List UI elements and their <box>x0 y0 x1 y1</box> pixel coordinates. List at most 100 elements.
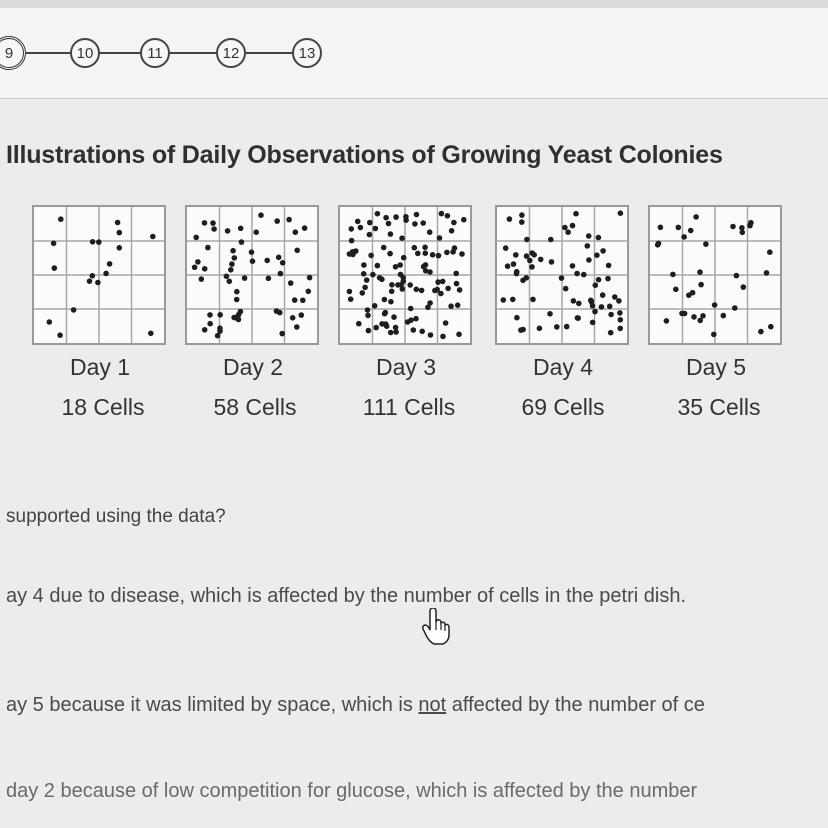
yeast-cell <box>413 286 420 293</box>
yeast-cell <box>306 274 313 281</box>
yeast-cell <box>235 316 242 323</box>
answer-option-c[interactable]: day 2 because of low competition for glu… <box>6 780 698 802</box>
yeast-cell <box>598 304 605 310</box>
yeast-cell <box>608 311 614 318</box>
yeast-cell <box>374 262 381 269</box>
yeast-cell <box>356 320 362 327</box>
answer-option-b[interactable]: ay 5 because it was limited by space, wh… <box>6 694 705 717</box>
yeast-cell <box>438 290 444 297</box>
nav-connector <box>100 52 142 54</box>
cell-count: 111 Cells <box>362 394 456 420</box>
yeast-cell <box>399 235 405 241</box>
yeast-cell <box>595 234 602 241</box>
yeast-cell <box>374 210 381 217</box>
yeast-cell <box>617 325 623 332</box>
yeast-cell <box>214 332 221 339</box>
answer-option-a[interactable]: ay 4 due to disease, which is affected b… <box>6 585 687 607</box>
yeast-cell <box>523 275 530 281</box>
yeast-cell <box>258 212 264 218</box>
yeast-cell <box>362 284 368 291</box>
yeast-cell <box>607 329 614 336</box>
option-text: affected by the number of ce <box>446 694 705 716</box>
yeast-cell <box>359 290 366 296</box>
yeast-cell <box>617 310 623 316</box>
yeast-cell <box>274 218 280 224</box>
yeast-cell <box>392 324 399 331</box>
yeast-cell <box>298 312 305 318</box>
yeast-cell <box>407 282 413 288</box>
yeast-cell <box>412 221 418 227</box>
yeast-cell <box>663 318 670 324</box>
yeast-cell <box>585 233 592 239</box>
yeast-cell <box>453 280 460 287</box>
yeast-cell <box>264 257 270 264</box>
question-11-button[interactable]: 11 <box>140 38 170 68</box>
yeast-cell <box>444 249 450 256</box>
yeast-cell <box>519 219 525 225</box>
yeast-cell <box>114 219 121 226</box>
yeast-cell <box>518 327 524 333</box>
yeast-cell <box>570 298 577 304</box>
cell-count: 58 Cells <box>213 394 297 420</box>
yeast-cell <box>397 271 404 278</box>
yeast-cell <box>606 303 613 310</box>
yeast-cell <box>576 300 582 307</box>
yeast-cell <box>365 312 371 319</box>
nav-connector <box>26 52 74 54</box>
yeast-cell <box>391 314 397 320</box>
yeast-cell <box>207 312 213 318</box>
yeast-cell <box>592 282 599 288</box>
yeast-cell <box>230 247 236 254</box>
yeast-cell <box>459 251 465 257</box>
yeast-cell <box>116 245 123 251</box>
yeast-cell <box>383 323 390 329</box>
yeast-cell <box>420 220 426 226</box>
yeast-cell <box>348 226 355 232</box>
yeast-cell <box>387 231 394 237</box>
yeast-cell <box>438 210 445 217</box>
yeast-cell <box>422 268 429 274</box>
yeast-cell <box>400 278 407 284</box>
question-9-button[interactable]: 9 <box>0 36 26 70</box>
yeast-cell <box>461 216 467 223</box>
yeast-cell <box>381 296 388 303</box>
yeast-cell <box>237 225 244 232</box>
yeast-cell <box>300 297 306 304</box>
yeast-cell <box>403 217 409 223</box>
question-13-button[interactable]: 13 <box>292 38 322 68</box>
yeast-cell <box>569 222 576 229</box>
yeast-cell <box>427 269 433 275</box>
yeast-cell <box>395 282 401 288</box>
yeast-cell <box>418 287 425 294</box>
yeast-cell <box>279 260 286 266</box>
yeast-cell <box>211 226 217 232</box>
question-12-button[interactable]: 12 <box>216 38 246 68</box>
yeast-cell <box>500 297 507 303</box>
day-label: Day 2 <box>222 354 284 380</box>
yeast-cell <box>410 327 417 333</box>
yeast-cell <box>364 307 371 313</box>
yeast-cell <box>599 292 606 298</box>
yeast-cell <box>397 262 403 268</box>
yeast-cell <box>51 265 58 271</box>
yeast-cell <box>400 254 407 261</box>
yeast-cell <box>506 216 513 222</box>
yeast-cell <box>229 261 235 267</box>
yeast-cell <box>502 245 509 251</box>
yeast-cell <box>116 229 123 236</box>
yeast-cell <box>747 222 753 229</box>
yeast-cell <box>562 224 568 231</box>
yeast-cell <box>605 275 611 282</box>
yeast-cell <box>287 280 294 286</box>
yeast-cell <box>586 257 592 263</box>
yeast-cell <box>407 305 414 312</box>
yeast-cell <box>413 211 420 218</box>
yeast-cell <box>422 250 429 256</box>
yeast-cell <box>657 224 664 231</box>
yeast-cell <box>589 303 596 309</box>
yeast-cell <box>385 220 392 227</box>
hand-cursor-icon <box>421 607 451 651</box>
question-10-button[interactable]: 10 <box>70 38 100 68</box>
yeast-cell <box>574 315 581 321</box>
yeast-cell <box>292 229 299 235</box>
